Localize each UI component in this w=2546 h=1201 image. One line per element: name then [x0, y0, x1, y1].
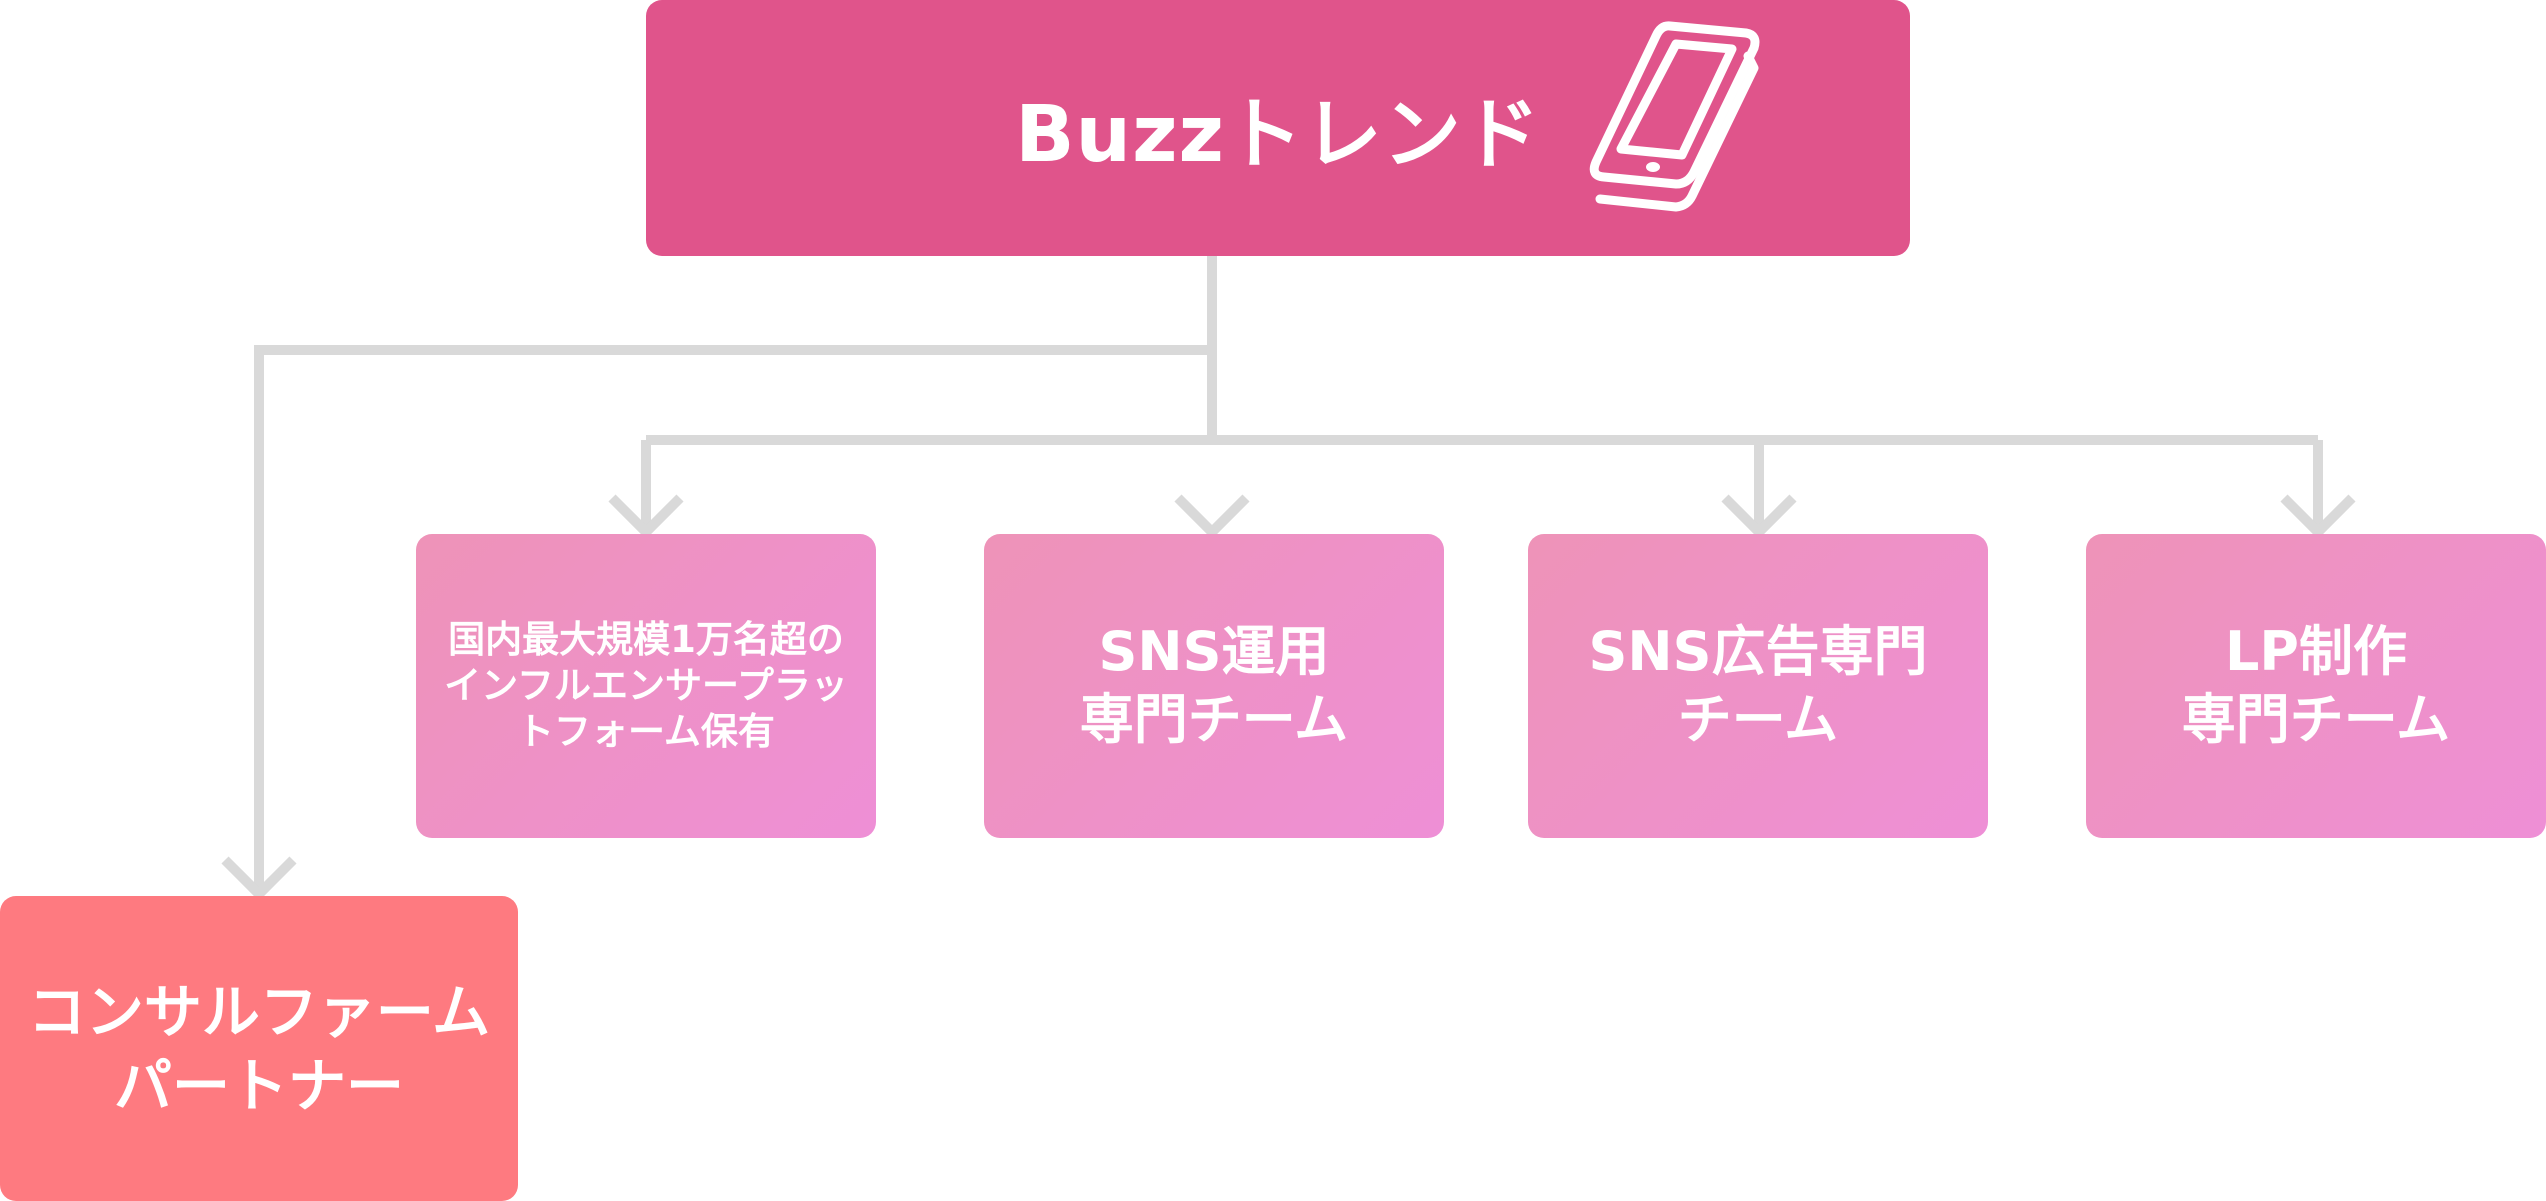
team-label-line: トフォーム保有 — [517, 710, 775, 753]
arrowhead-team3 — [1721, 494, 1797, 540]
team-node-lp-production: LP制作 専門チーム — [2086, 534, 2546, 838]
partner-label-line: コンサルファーム — [27, 977, 491, 1046]
arrowhead-team1 — [608, 494, 684, 540]
smartphone-icon — [1589, 21, 1760, 212]
team-label-line: 国内最大規模1万名超の — [448, 618, 844, 661]
arrowhead-partner — [221, 856, 297, 902]
team-label-line: LP制作 — [2225, 620, 2407, 683]
team-node-sns-operation: SNS運用 専門チーム — [984, 534, 1444, 838]
arrowhead-team2 — [1174, 494, 1250, 540]
team-label-line: SNS運用 — [1098, 620, 1330, 683]
root-node: Buzzトレンド — [646, 0, 1910, 256]
team-label-line: インフルエンサープラッ — [444, 664, 848, 707]
team-node-sns-ads: SNS広告専門 チーム — [1528, 534, 1988, 838]
partner-label-line: パートナー — [113, 1051, 404, 1120]
team-label-line: チーム — [1677, 688, 1839, 751]
team-label-line: 専門チーム — [2181, 688, 2451, 751]
arrowhead-team4 — [2280, 494, 2356, 540]
partner-branch-line — [254, 345, 1212, 896]
partner-node: コンサルファーム パートナー — [0, 896, 518, 1201]
root-title: Buzzトレンド — [1015, 90, 1541, 180]
team-node-influencer-platform: 国内最大規模1万名超の インフルエンサープラッ トフォーム保有 — [416, 534, 876, 838]
team-label-line: SNS広告専門 — [1588, 620, 1928, 683]
team-label-line: 専門チーム — [1079, 688, 1349, 751]
